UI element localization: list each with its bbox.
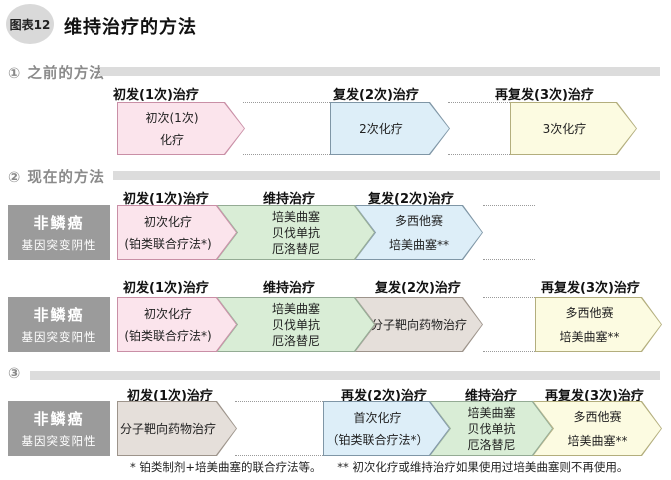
section3-bar [30,371,660,380]
arrow-label-line: (铂类联合疗法*) [124,329,212,343]
drug-name: 培美曲塞** [567,434,628,448]
drug-name: 培美曲塞 [467,405,516,420]
arrow-label-line: 初次(1次) [145,111,199,125]
s2b-col1-header: 初发(1次)治疗 [123,281,209,296]
row-label-nonsquamous-mutation-negative: 非鳞癌 基因突变阴性 [8,205,110,260]
s3-col3-header: 维持治疗 [465,389,518,404]
arrow-label-line: （铂类联合疗法*） [326,433,429,447]
s2b-col3-header: 复发(2次)治疗 [375,281,461,296]
arrow-body: 初次化疗 (铂类联合疗法*) [118,206,236,259]
s2a-connector-dots [483,205,535,260]
row-label-mutation-status: 基因突变阳性 [21,330,97,344]
drug-name: 培美曲塞 [271,209,320,224]
s2b-arrow-targeted-therapy: 分子靶向药物治疗 [355,297,483,352]
footnote-1: * 铂类制剂+培美曲塞的联合疗法等。 [130,460,322,474]
drug-name: 贝伐单抗 [271,225,320,240]
arrow-body: 初次化疗 (铂类联合疗法*) [118,298,236,351]
arrow-body: 分子靶向药物治疗 [118,402,236,455]
s2a-arrow-relapse-drugs: 多西他赛 培美曲塞** [355,205,483,260]
arrow-label-line: 化疗 [159,133,184,147]
arrow-label-line: 首次化疗 [353,411,402,425]
arrow-label-line: 分子靶向药物治疗 [371,318,468,332]
arrow-body: 首次化疗 （铂类联合疗法*） [324,402,449,455]
s2b-arrow-rerelapse-drugs: 多西他赛 培美曲塞** [535,297,662,352]
s1-connector-dots-1 [243,102,332,155]
arrow-label-line: 分子靶向药物治疗 [119,422,216,436]
s1-col2-header: 复发(2次)治疗 [333,88,419,103]
drug-name: 多西他赛 [565,306,614,320]
arrow-body: 培美曲塞 贝伐单抗 厄洛替尼 [218,298,374,351]
section2-label: ② 现在的方法 [8,170,105,186]
arrow-body: 多西他赛 培美曲塞** [534,402,661,455]
drug-name: 培美曲塞** [388,238,449,252]
s2b-arrow-maintenance-drugs: 培美曲塞 贝伐单抗 厄洛替尼 [217,297,375,352]
s2b-arrow-first-chemo: 初次化疗 (铂类联合疗法*) [117,297,237,352]
row-label-mutation-status: 基因突变阳性 [21,434,97,448]
drug-name: 厄洛替尼 [271,241,320,256]
s1-connector-dots-2 [448,102,512,155]
row-label-cancer-type: 非鳞癌 [33,410,85,428]
s1-col3-header: 再复发(3次)治疗 [495,88,594,103]
drug-name: 培美曲塞** [559,330,620,344]
arrow-label-line: 3次化疗 [542,122,587,136]
s2b-col2-header: 维持治疗 [263,281,316,296]
row-label-mutation-status: 基因突变阴性 [21,238,97,252]
s3-arrow-first-chemo: 首次化疗 （铂类联合疗法*） [323,401,450,456]
s3-arrow-maintenance-drugs: 培美曲塞 贝伐单抗 厄洛替尼 [430,401,553,456]
row-label-cancer-type: 非鳞癌 [33,214,85,232]
arrow-label-line: 初次化疗 [143,307,192,321]
arrow-label-line: 2次化疗 [359,122,403,136]
drug-name: 厄洛替尼 [467,437,516,452]
s1-arrow-3rd-chemo: 3次化疗 [510,102,637,155]
row-label-nonsquamous-mutation-positive-s3: 非鳞癌 基因突变阳性 [8,401,110,456]
s3-col2-header: 再发(2次)治疗 [341,389,427,404]
figure-number-badge: 图表12 [6,4,54,44]
s3-arrow-targeted-therapy: 分子靶向药物治疗 [117,401,237,456]
arrow-body: 2次化疗 [331,103,449,154]
arrow-body: 多西他赛 培美曲塞** [536,298,661,351]
s2a-arrow-first-chemo: 初次化疗 (铂类联合疗法*) [117,205,237,260]
s2a-col2-header: 维持治疗 [263,192,316,207]
figure-title: 维持治疗的方法 [64,17,197,38]
s2a-col3-header: 复发(2次)治疗 [368,192,454,207]
section1-label: ① 之前的方法 [8,66,105,82]
footnote-2: ** 初次化疗或维持治疗如果使用过培美曲塞则不再使用。 [337,460,629,474]
arrow-body: 3次化疗 [511,103,636,154]
row-label-nonsquamous-mutation-positive: 非鳞癌 基因突变阳性 [8,297,110,352]
section3-label: ③ [8,366,22,382]
drug-name: 贝伐单抗 [271,317,320,332]
s3-arrow-rerelapse-drugs: 多西他赛 培美曲塞** [533,401,662,456]
s2b-connector-dots [483,297,535,352]
drug-name: 贝伐单抗 [467,421,516,436]
s1-arrow-initial-chemo: 初次(1次) 化疗 [117,102,245,155]
drug-name: 培美曲塞 [271,301,320,316]
s1-col1-header: 初发(1次)治疗 [113,88,199,103]
s3-connector-dots [235,401,323,456]
section1-bar [100,67,660,76]
section2-bar [113,171,660,180]
drug-name: 厄洛替尼 [271,333,320,348]
s2a-col1-header: 初发(1次)治疗 [123,192,209,207]
s3-col1-header: 初发(1次)治疗 [127,389,213,404]
arrow-body: 培美曲塞 贝伐单抗 厄洛替尼 [218,206,374,259]
arrow-label-line: (铂类联合疗法*) [124,237,212,251]
s2b-col4-header: 再复发(3次)治疗 [541,281,640,296]
footnotes: * 铂类制剂+培美曲塞的联合疗法等。 ** 初次化疗或维持治疗如果使用过培美曲塞… [130,459,628,475]
drug-name: 多西他赛 [394,214,443,228]
arrow-body: 培美曲塞 贝伐单抗 厄洛替尼 [431,402,552,455]
arrow-body: 分子靶向药物治疗 [356,298,482,351]
s1-arrow-2nd-chemo: 2次化疗 [330,102,450,155]
row-label-cancer-type: 非鳞癌 [33,306,85,324]
arrow-body: 多西他赛 培美曲塞** [356,206,482,259]
arrow-body: 初次(1次) 化疗 [118,103,244,154]
arrow-label-line: 初次化疗 [143,215,192,229]
s2a-arrow-maintenance-drugs: 培美曲塞 贝伐单抗 厄洛替尼 [217,205,375,260]
drug-name: 多西他赛 [573,410,622,424]
s3-col4-header: 再复发(3次)治疗 [545,389,644,404]
